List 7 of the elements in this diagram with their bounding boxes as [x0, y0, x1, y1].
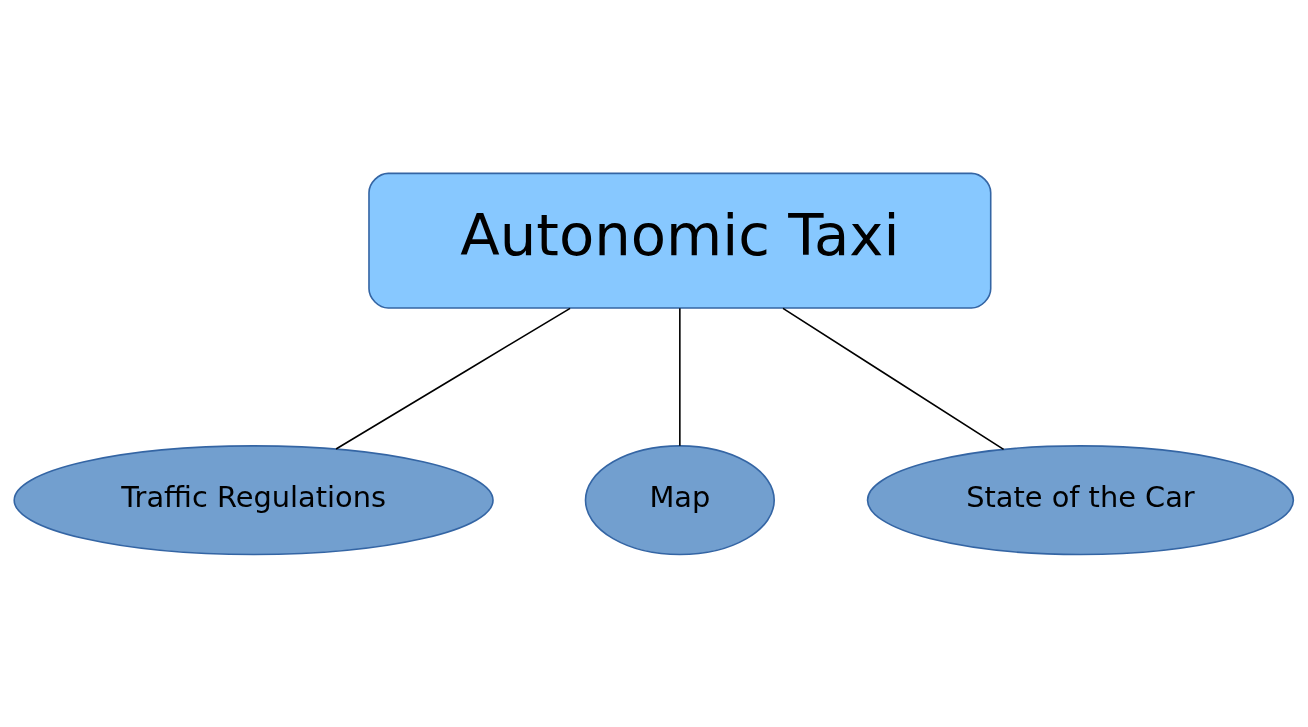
connector — [335, 307, 571, 450]
node-ellipse: Traffic Regulations — [13, 444, 494, 555]
connector — [679, 307, 681, 447]
node-ellipse: State of the Car — [866, 444, 1295, 555]
node-ellipse: Map — [584, 444, 775, 555]
connector — [782, 307, 1005, 450]
node-box: Autonomic Taxi — [368, 172, 992, 309]
